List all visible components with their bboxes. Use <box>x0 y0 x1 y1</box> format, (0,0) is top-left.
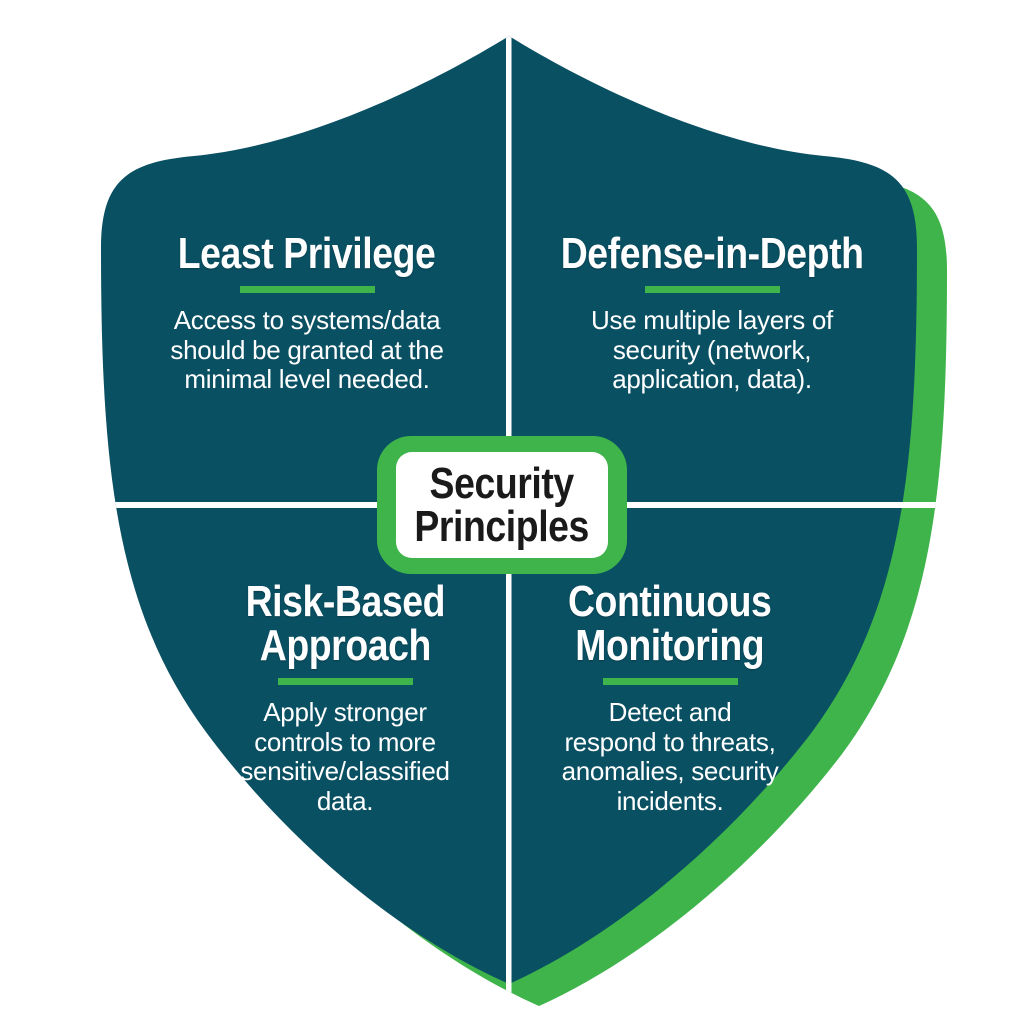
quadrant-heading: Risk-Based Approach <box>135 580 555 668</box>
center-badge-inner: Security Principles <box>396 452 608 558</box>
quadrant-heading-text: Risk-Based Approach <box>245 577 445 670</box>
heading-underline <box>277 678 413 685</box>
center-badge: Security Principles <box>377 436 627 574</box>
quadrant-body-text: Apply stronger controls to more sensitiv… <box>240 697 450 816</box>
heading-underline <box>239 286 375 293</box>
quadrant-heading-text: Continuous Monitoring <box>568 577 772 670</box>
quadrant-continuous-monitoring: Continuous Monitoring Detect and respond… <box>460 580 880 817</box>
quadrant-body-text: Use multiple layers of security (network… <box>591 305 833 395</box>
quadrant-body-text: Detect and respond to threats, anomalies… <box>561 697 779 816</box>
quadrant-defense-in-depth: Defense-in-Depth Use multiple layers of … <box>502 232 922 395</box>
heading-underline <box>602 678 738 685</box>
quadrant-heading-text: Least Privilege <box>178 229 436 278</box>
quadrant-heading: Defense-in-Depth <box>502 232 922 276</box>
quadrant-heading-text: Defense-in-Depth <box>560 229 864 278</box>
quadrant-heading: Least Privilege <box>97 232 517 276</box>
quadrant-heading: Continuous Monitoring <box>460 580 880 668</box>
quadrant-least-privilege: Least Privilege Access to systems/data s… <box>97 232 517 395</box>
heading-underline <box>644 286 780 293</box>
diagram-title: Security Principles <box>414 458 590 551</box>
quadrant-body-text: Access to systems/data should be granted… <box>170 305 444 395</box>
quadrant-risk-based-approach: Risk-Based Approach Apply stronger contr… <box>135 580 555 817</box>
